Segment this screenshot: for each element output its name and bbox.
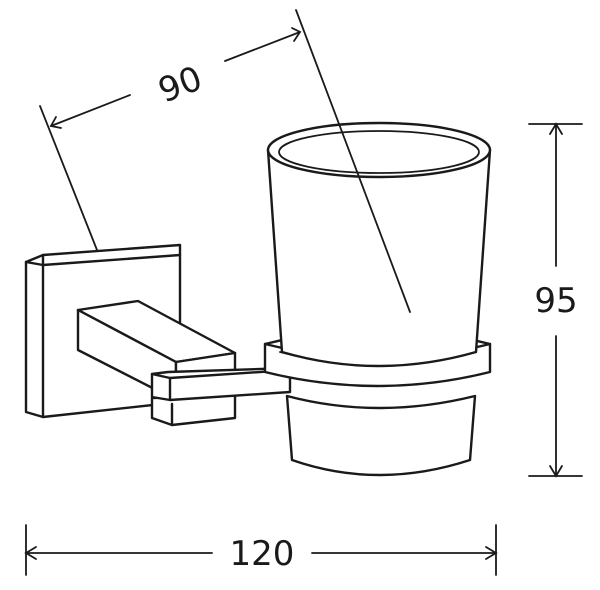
dimension-width xyxy=(24,524,498,576)
dimension-depth xyxy=(39,9,411,313)
depth-label: 90 xyxy=(153,59,208,112)
clamp-bracket xyxy=(150,366,292,427)
dimension-height xyxy=(528,122,583,478)
height-label: 95 xyxy=(534,281,577,321)
glass-tumbler xyxy=(266,121,492,477)
width-label: 120 xyxy=(230,534,295,574)
